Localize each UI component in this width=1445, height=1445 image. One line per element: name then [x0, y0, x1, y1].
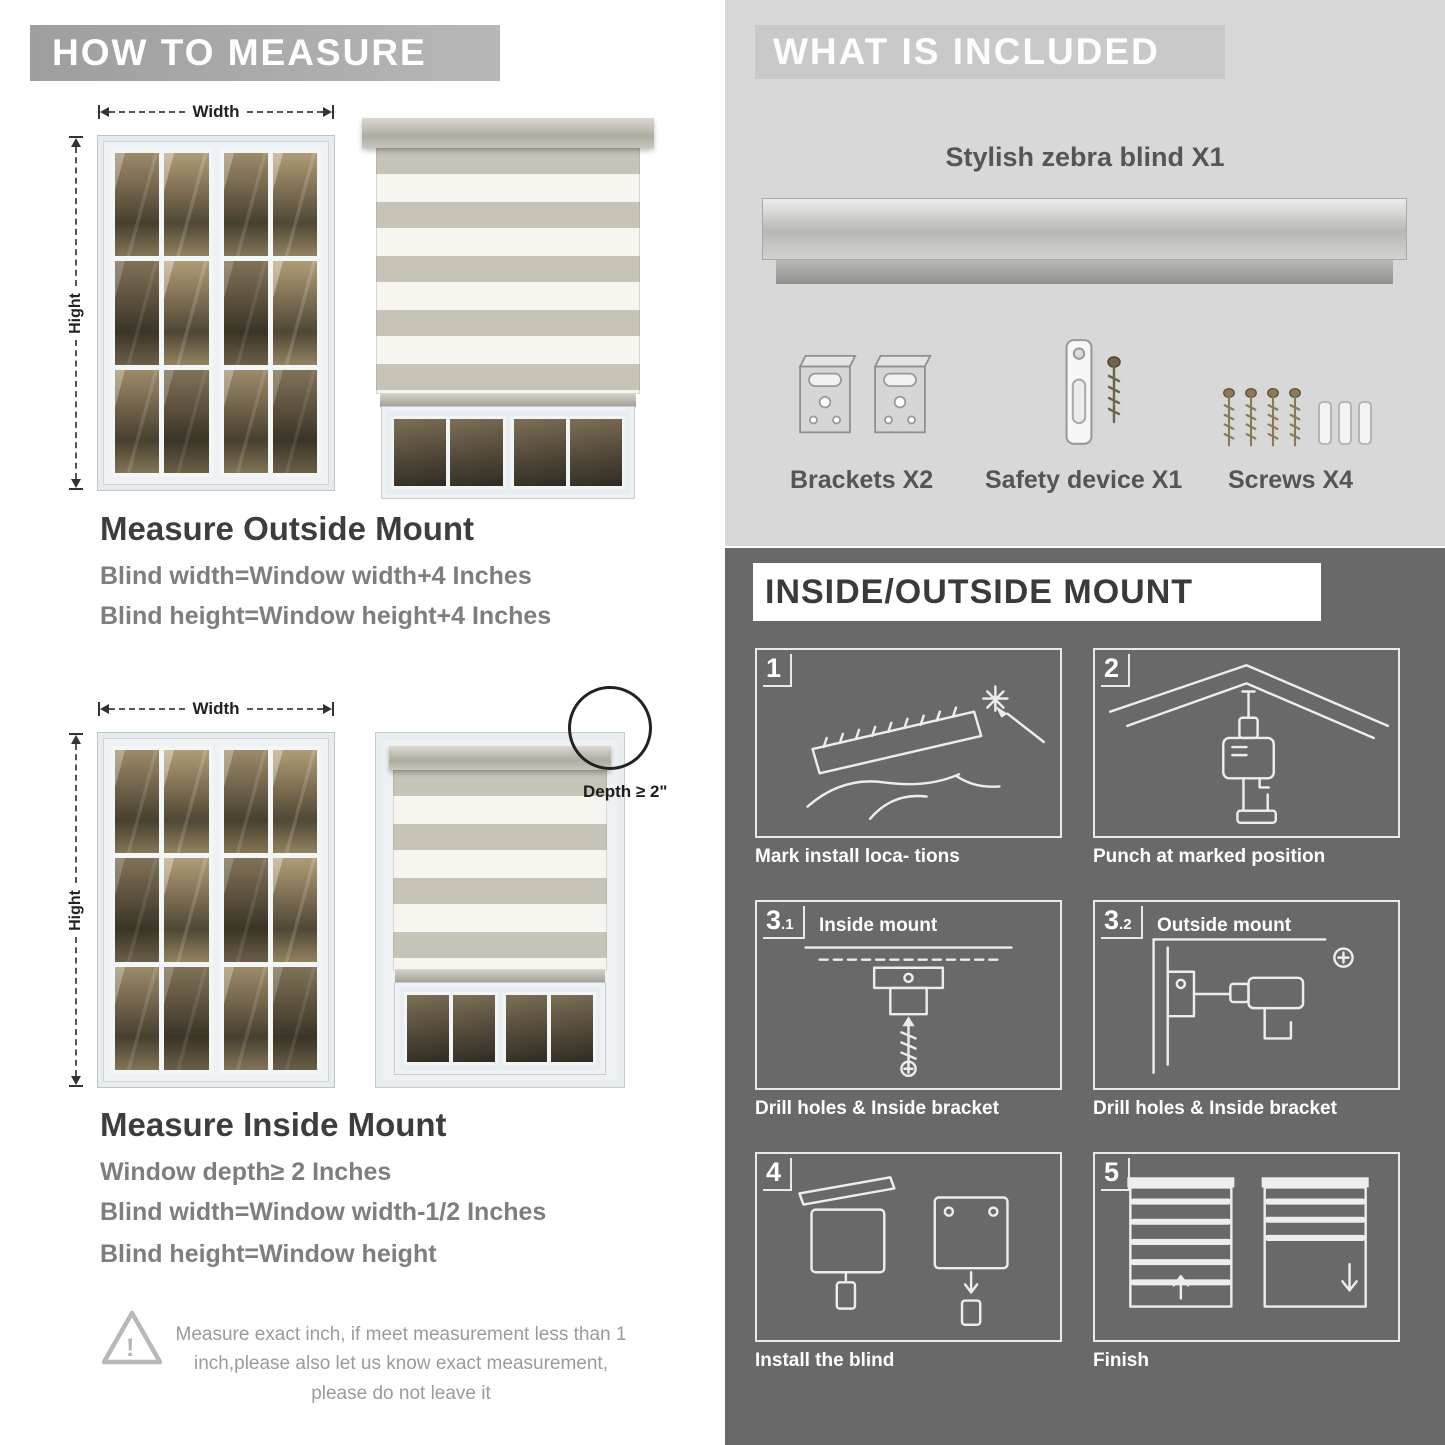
safety-device-icon — [1065, 339, 1093, 445]
window-peek — [395, 983, 605, 1074]
finish-art — [1127, 1177, 1369, 1308]
window-peek — [382, 407, 634, 498]
blind-stripes — [393, 770, 607, 970]
step-caption-1: Mark install loca- tions — [755, 846, 960, 867]
zebra-blind-illustration-outside — [362, 118, 654, 498]
blind-bottom-rail — [395, 970, 605, 983]
step-title-3-2: Outside mount — [1157, 915, 1292, 936]
screw-icon — [1289, 387, 1301, 447]
outside-height-formula: Blind height=Window height+4 Inches — [100, 602, 552, 630]
blind-cassette-rail — [776, 260, 1393, 284]
width-arrow-outside: Width — [98, 102, 334, 121]
inside-mount-title: Measure Inside Mount — [100, 1106, 447, 1143]
height-arrow-inside: Hight — [67, 733, 84, 1087]
screws-label: Screws X4 — [1228, 466, 1354, 494]
mark-location-art — [806, 685, 1046, 820]
blind-stripes — [376, 148, 640, 394]
step-panel-4: 4 — [755, 1152, 1062, 1342]
outside-bracket-art — [1152, 938, 1354, 1074]
step-panel-1: 1 — [755, 648, 1062, 838]
width-label: Width — [192, 102, 240, 121]
inside-bracket-art — [804, 946, 1013, 1078]
screw-icon — [1267, 387, 1279, 447]
inside-outside-mount-banner: INSIDE/OUTSIDE MOUNT — [753, 563, 1321, 621]
height-arrow-outside: Hight — [67, 136, 84, 490]
step-caption-2: Punch at marked position — [1093, 846, 1326, 867]
inside-height-formula: Blind height=Window height — [100, 1240, 437, 1268]
wall-anchors-icon — [1318, 401, 1372, 445]
screw-icon — [1107, 356, 1121, 424]
inside-width-formula: Blind width=Window width-1/2 Inches — [100, 1198, 547, 1226]
brackets-label: Brackets X2 — [790, 466, 934, 494]
outside-mount-title: Measure Outside Mount — [100, 510, 475, 547]
step-title-3-1: Inside mount — [819, 915, 938, 936]
blind-cassette-product — [762, 198, 1407, 260]
step-panel-2: 2 — [1093, 648, 1400, 838]
step-caption-4: Install the blind — [755, 1350, 895, 1371]
depth-callout-circle — [568, 686, 652, 770]
bracket-icon — [798, 355, 857, 434]
step-caption-3-2: Drill holes & Inside bracket — [1093, 1098, 1337, 1119]
blind-bottom-rail — [380, 394, 636, 407]
depth-callout-label: Depth ≥ 2" — [583, 782, 668, 801]
width-arrow-inside: Width — [98, 699, 334, 718]
height-label: Hight — [67, 889, 84, 931]
how-to-measure-banner: HOW TO MEASURE — [30, 25, 500, 81]
install-blind-art — [798, 1176, 1009, 1326]
warning-icon — [101, 1310, 163, 1365]
window-illustration-outside — [98, 136, 334, 490]
window-illustration-inside — [98, 733, 334, 1087]
step-number-4: 4 — [763, 1158, 793, 1191]
step-number-5: 5 — [1101, 1158, 1131, 1191]
drill-art — [1108, 664, 1390, 825]
height-label: Hight — [67, 292, 84, 334]
safety-device-label: Safety device X1 — [985, 466, 1183, 494]
zebra-blind-illustration-inside — [376, 733, 624, 1087]
screw-icon — [1245, 387, 1257, 447]
step-caption-3-1: Drill holes & Inside bracket — [755, 1098, 999, 1119]
mount-section — [725, 548, 1445, 1445]
blind-cassette — [362, 118, 654, 148]
bracket-icon — [873, 355, 932, 434]
what-is-included-banner: WHAT IS INCLUDED — [755, 25, 1225, 79]
step-number-3-1: 3.1 — [763, 906, 805, 939]
step-panel-3-1: 3.1 Inside mount — [755, 900, 1062, 1090]
step-panel-5: 5 — [1093, 1152, 1400, 1342]
stylish-zebra-blind-label: Stylish zebra blind X1 — [945, 142, 1225, 172]
step-number-2: 2 — [1101, 654, 1131, 687]
step-caption-5: Finish — [1093, 1350, 1149, 1371]
step-number-3-2: 3.2 — [1101, 906, 1143, 939]
screw-icon — [1223, 387, 1235, 447]
outside-width-formula: Blind width=Window width+4 Inches — [100, 562, 532, 590]
inside-depth-rule: Window depth≥ 2 Inches — [100, 1158, 392, 1186]
warning-text: Measure exact inch, if meet measurement … — [175, 1324, 627, 1404]
step-panel-3-2: 3.2 Outside mount — [1093, 900, 1400, 1090]
width-label: Width — [192, 699, 240, 718]
warning-exclamation: ! — [126, 1334, 135, 1362]
step-number-1: 1 — [763, 654, 793, 687]
